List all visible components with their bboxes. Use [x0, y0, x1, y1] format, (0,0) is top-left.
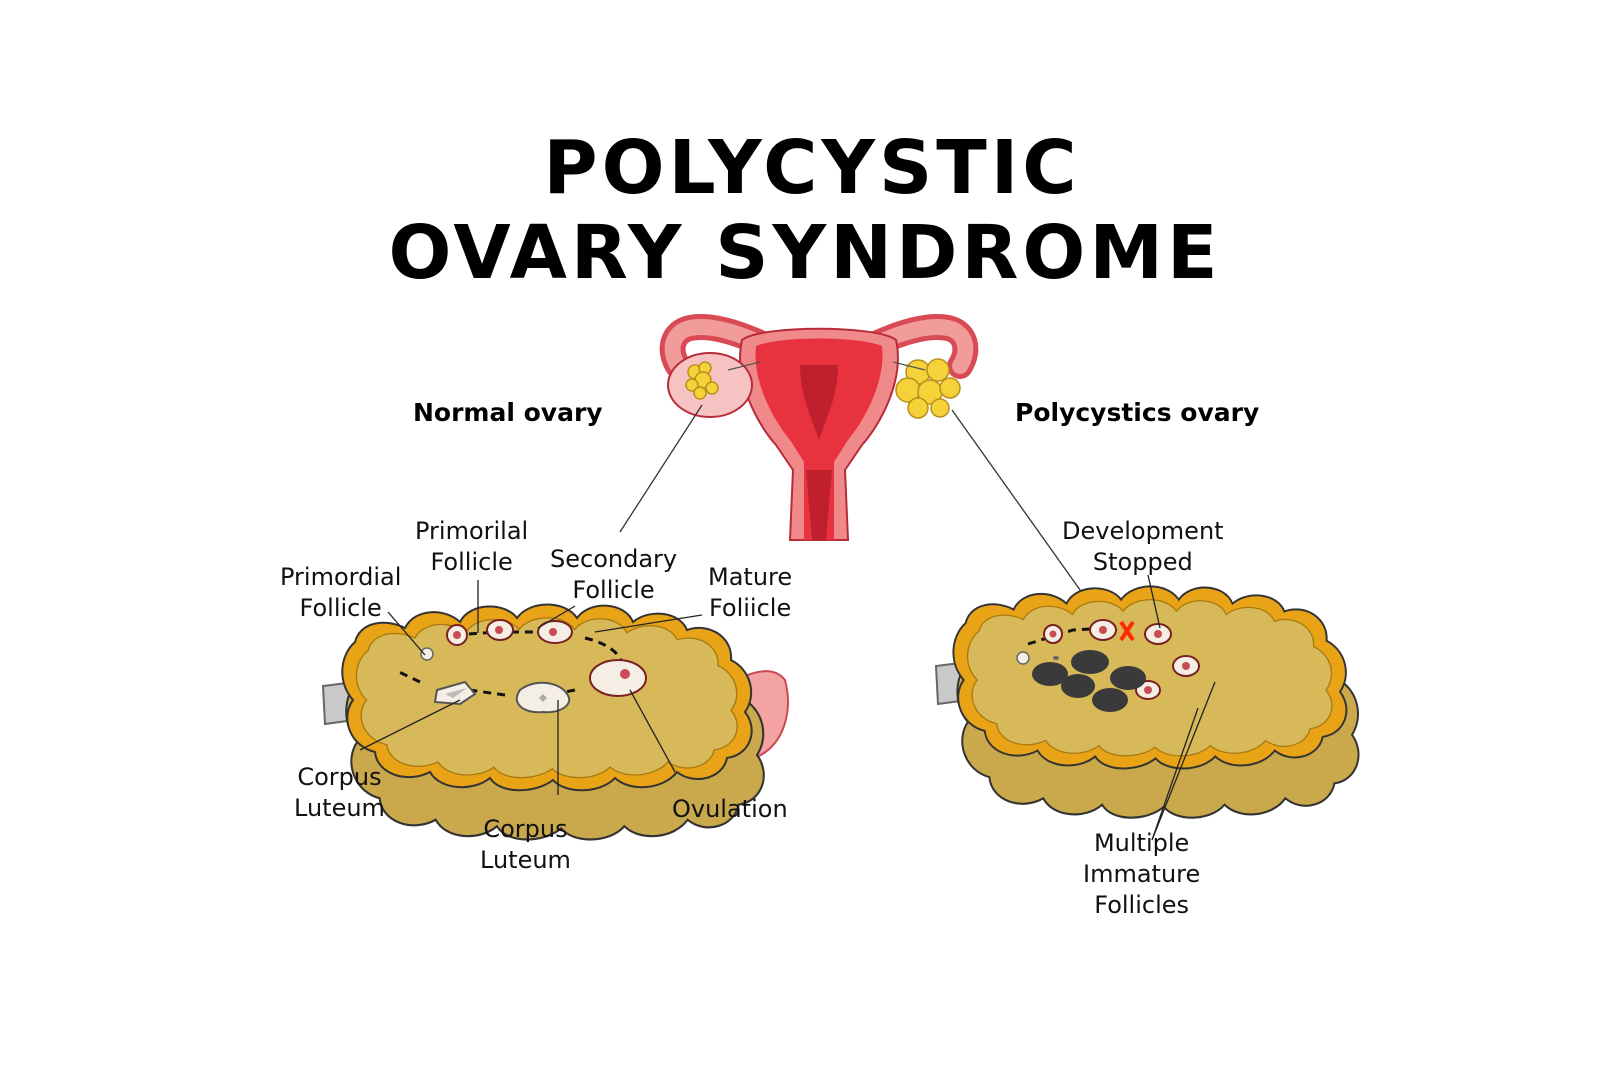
development-stopped-mark	[1119, 620, 1135, 642]
polycystic-ovary-heading: Polycystics ovary	[1015, 398, 1260, 427]
polycystic-leader-lines	[1147, 574, 1216, 841]
normal-connector-line	[619, 404, 703, 533]
normal-ovary-heading: Normal ovary	[413, 398, 603, 427]
small-polycystic-ovary	[895, 358, 961, 419]
uterus-illustration	[659, 314, 979, 541]
normal-leader-lines	[359, 580, 703, 795]
polycystic-connector-line	[951, 409, 1101, 619]
label-ovulation: Ovulation	[672, 795, 788, 823]
title-line-2: OVARY SYNDROME	[388, 210, 1222, 296]
immature-cysts	[1032, 650, 1146, 712]
normal-ovary	[321, 603, 789, 841]
polycystic-ovary	[934, 585, 1360, 819]
small-normal-ovary	[667, 352, 753, 418]
title-line-1: POLYCYSTIC	[543, 125, 1081, 211]
